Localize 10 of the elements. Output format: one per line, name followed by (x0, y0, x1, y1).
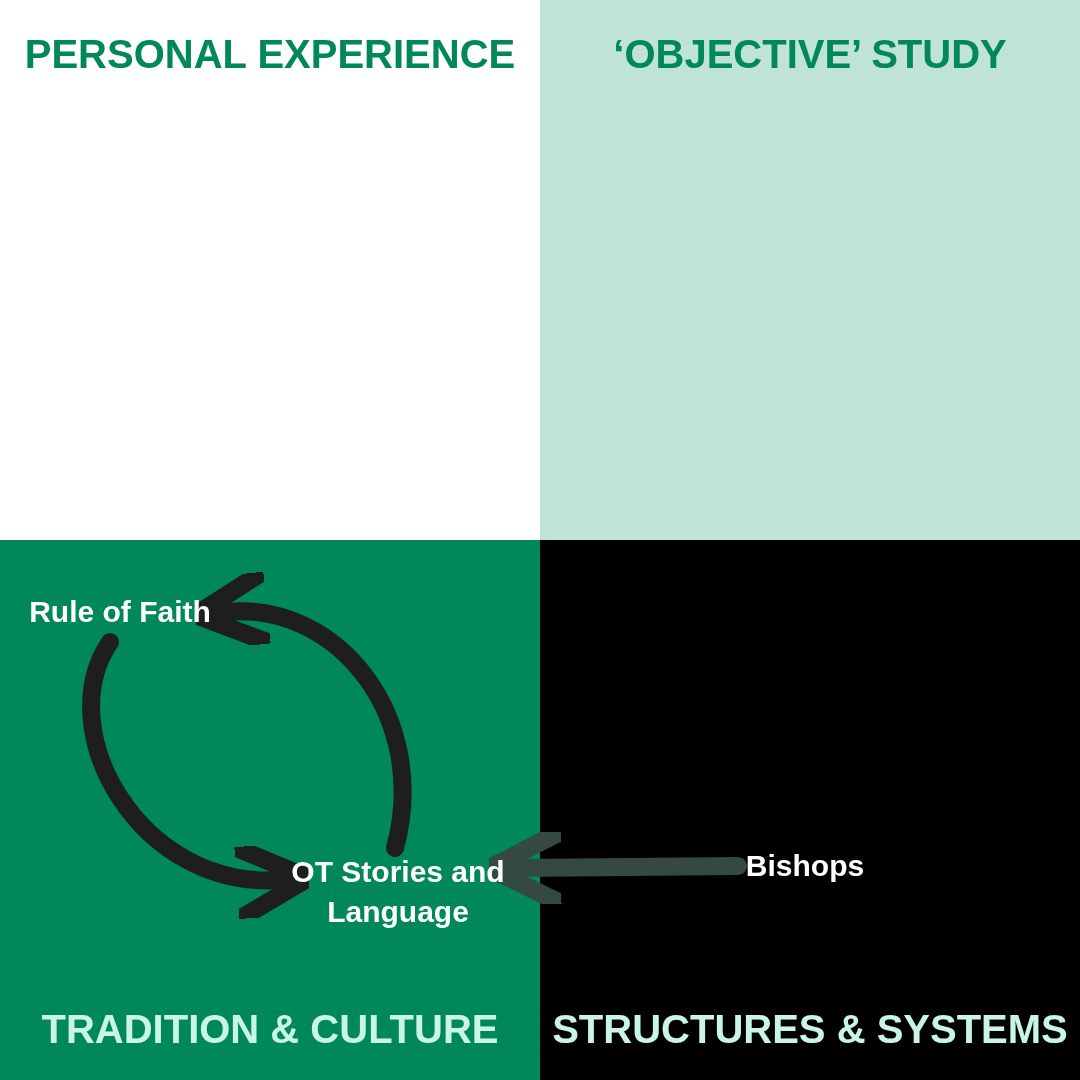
quadrant-panel (540, 0, 1080, 540)
quadrant-panel (540, 540, 1080, 1080)
quadrant-heading: STRUCTURES & SYSTEMS (551, 1006, 1069, 1053)
quadrant-heading: PERSONAL EXPERIENCE (23, 31, 517, 78)
node-label: Bishops (740, 846, 870, 886)
quadrant-panel (0, 540, 540, 1080)
node-label: OT Stories and Language (282, 852, 514, 932)
quadrant-heading: ‘OBJECTIVE’ STUDY (612, 31, 1008, 78)
quadrant-heading: TRADITION & CULTURE (40, 1006, 500, 1053)
node-label: Rule of Faith (20, 592, 220, 632)
